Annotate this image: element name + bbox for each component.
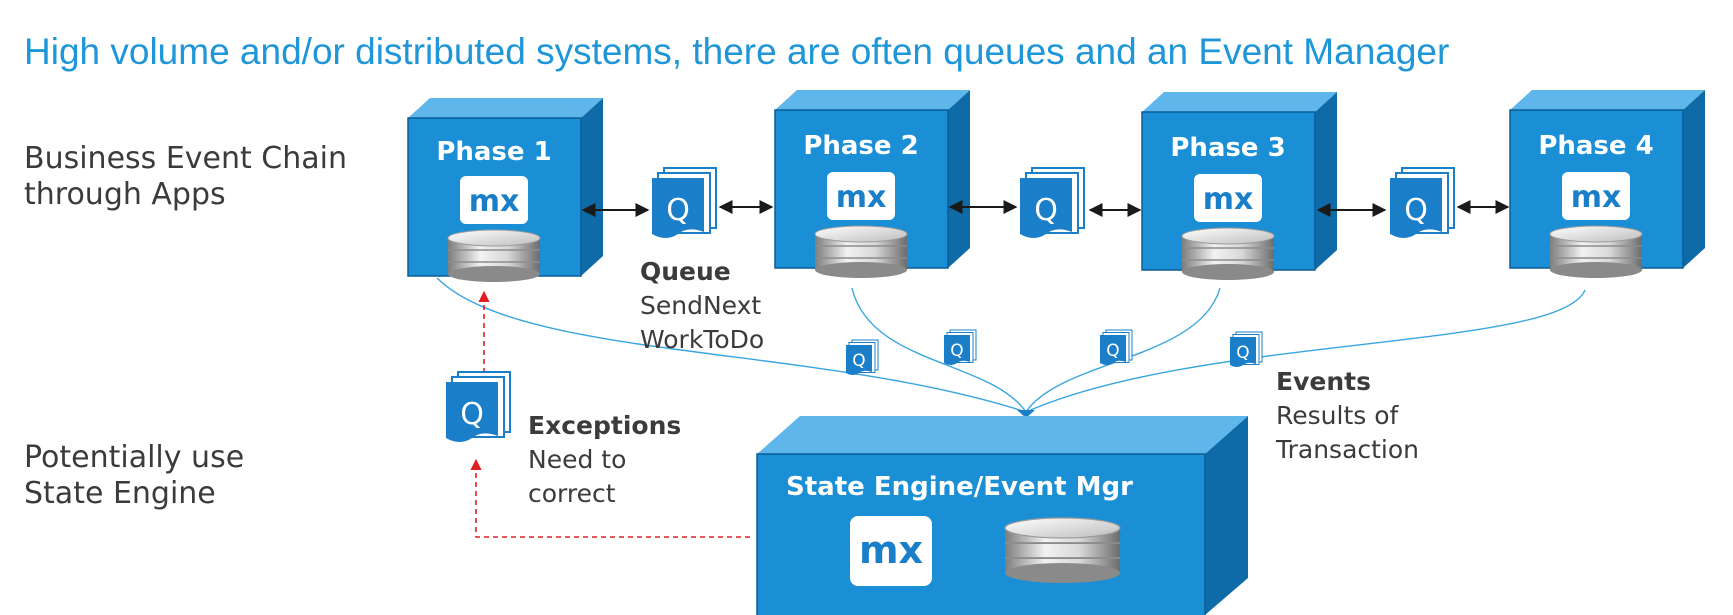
queue-note-line2: WorkToDo [640,325,764,354]
state-engine-label: State Engine/Event Mgr [786,472,1133,502]
mx-logo-text: mx [1203,182,1254,217]
queue-glyph: Q [666,193,690,228]
mx-logo-text: mx [836,180,887,215]
phase-4-label: Phase 4 [1538,131,1653,161]
queue-icon: Q [1389,167,1455,239]
mx-logo-icon [850,516,932,586]
mx-logo-icon [1562,172,1630,220]
database-icon [1004,517,1121,584]
diagram-title: High volume and/or distributed systems, … [24,31,1449,72]
exceptions-queue-icon: Q [445,371,511,443]
side-label-chain-line1: Business Event Chain [24,141,347,176]
queue-glyph: Q [950,341,963,361]
events-note-line1: Results of [1276,401,1400,430]
database-icon [447,229,541,283]
exception-return-arrow [470,458,750,538]
double-arrow-icons [581,200,1510,217]
exceptions-note-title: Exceptions [528,411,681,440]
connector-phase4 [1025,289,1586,413]
queue-note-line1: SendNext [640,291,761,320]
database-icon [1549,225,1643,279]
phase-2-label: Phase 2 [803,131,918,161]
queue-glyph: Q [460,397,484,432]
exceptions-note-line2: correct [528,479,616,508]
phase-3-label: Phase 3 [1170,133,1285,163]
database-icon [814,225,908,279]
mx-logo-text: mx [1571,180,1622,215]
side-label-engine-line1: Potentially use [24,440,244,475]
mx-logo-text: mx [859,528,923,572]
mx-logo-icon [827,172,895,220]
queue-glyph: Q [1236,343,1249,363]
small-queue-icon: Q [845,339,879,376]
phase-1-box: Phase 1 mx [407,97,604,283]
queue-note-title: Queue [640,257,731,286]
exceptions-note-line1: Need to [528,445,626,474]
queue-glyph: Q [1106,341,1119,361]
events-note-line2: Transaction [1275,435,1419,464]
phase-1-label: Phase 1 [436,137,551,167]
queue-icon: Q [651,167,717,239]
mx-logo-text: mx [469,184,520,219]
queue-glyph: Q [852,351,865,371]
small-queue-icon: Q [1099,329,1133,366]
database-icon [1181,227,1275,281]
side-label-engine-line2: State Engine [24,476,216,511]
connector-phase2 [851,287,1027,413]
state-engine-box: State Engine/Event Mgr mx [756,416,1248,615]
side-label-chain-line2: through Apps [24,177,226,212]
phase-2-box: Phase 2 mx [774,89,971,279]
events-note-title: Events [1276,367,1371,396]
mx-logo-icon [460,176,528,224]
phase-4-box: Phase 4 mx [1509,89,1706,279]
connector-junction-icon [1017,410,1035,418]
small-queue-icon: Q [1229,331,1263,368]
small-queue-icon: Q [943,329,977,366]
phase-3-box: Phase 3 mx [1141,91,1338,281]
queue-glyph: Q [1034,193,1058,228]
queue-glyph: Q [1404,193,1428,228]
mx-logo-icon [1194,174,1262,222]
queue-icon: Q [1019,167,1085,239]
event-connectors [436,277,1586,413]
